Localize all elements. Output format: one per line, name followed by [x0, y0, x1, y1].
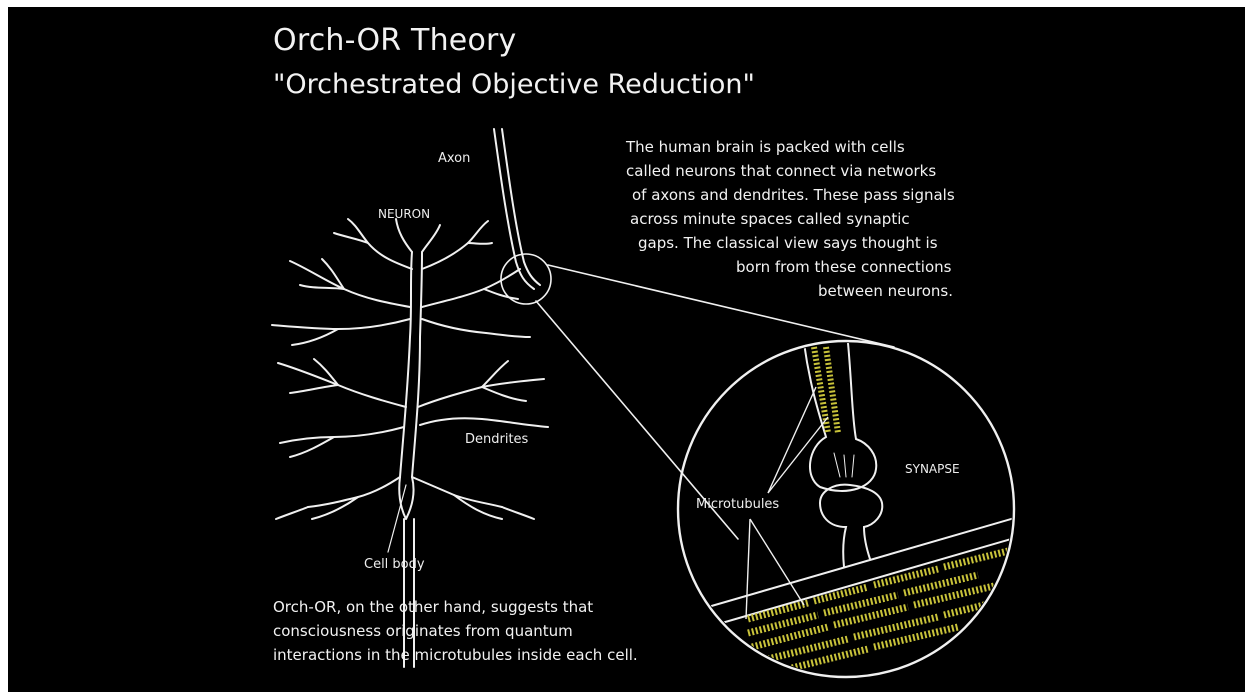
zoom-origin-circle [501, 254, 551, 304]
intro-line: between neurons. [818, 279, 988, 303]
label-axon: Axon [438, 151, 470, 166]
outro-line: interactions in the microtubules inside … [273, 643, 638, 667]
label-dendrites: Dendrites [465, 432, 528, 447]
intro-line: called neurons that connect via networks [626, 159, 988, 183]
cell-body-outline [308, 477, 400, 507]
outro-line: Orch-OR, on the other hand, suggests tha… [273, 595, 638, 619]
label-cell-body: Cell body [364, 557, 425, 572]
intro-line: gaps. The classical view says thought is [638, 231, 988, 255]
diagram-canvas: Orch-OR Theory "Orchestrated Objective R… [8, 7, 1245, 692]
diagram-subtitle: "Orchestrated Objective Reduction" [273, 69, 755, 100]
intro-line: The human brain is packed with cells [626, 135, 988, 159]
outro-line: consciousness originates from quantum [273, 619, 638, 643]
neuron-illustration [8, 7, 1245, 692]
label-microtubules: Microtubules [696, 497, 779, 512]
diagram-title: Orch-OR Theory [273, 23, 517, 58]
label-synapse: SYNAPSE [905, 462, 960, 476]
microtubule-bundle [748, 551, 1008, 669]
label-neuron: NEURON [378, 207, 430, 221]
intro-paragraph: The human brain is packed with cells cal… [608, 135, 988, 303]
intro-line: across minute spaces called synaptic [630, 207, 988, 231]
intro-line: born from these connections [736, 255, 988, 279]
outro-paragraph: Orch-OR, on the other hand, suggests tha… [273, 595, 638, 667]
intro-line: of axons and dendrites. These pass signa… [632, 183, 988, 207]
neuron-trunk [400, 252, 412, 477]
